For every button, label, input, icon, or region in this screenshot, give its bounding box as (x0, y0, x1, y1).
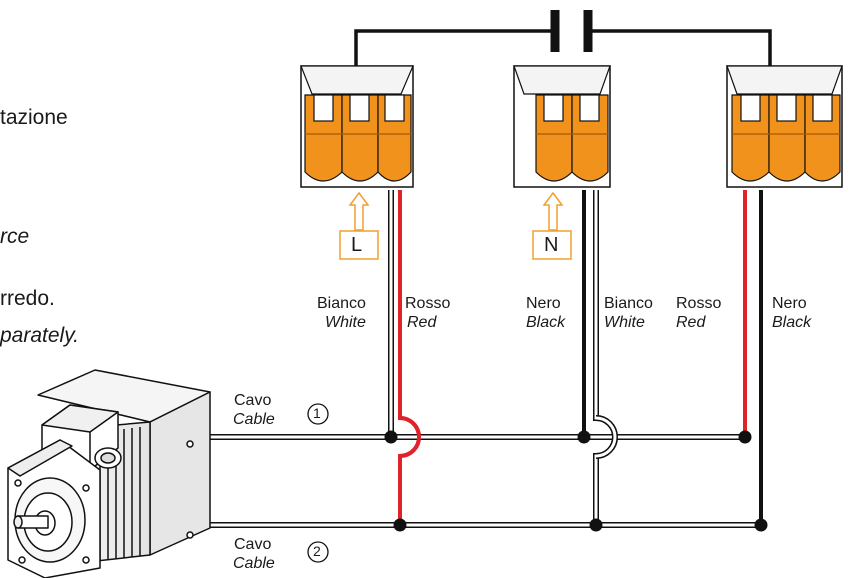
neutral-input-label: N (544, 234, 559, 256)
input-arrow-n (532, 191, 572, 260)
wire-label-white-2-en: White (604, 314, 645, 331)
cable-1-label-en: Cable (233, 411, 275, 428)
terminal-block-3 (726, 65, 843, 188)
wire-label-black-3-it: Nero (772, 295, 807, 312)
cable-2-label-en: Cable (233, 555, 275, 572)
wire-label-red-1-it: Rosso (405, 295, 451, 312)
cable-2-number: 2 (313, 543, 321, 559)
wire-label-black-2-it: Nero (526, 295, 561, 312)
left-text-line-3: rredo. (0, 287, 55, 310)
wire-label-red-1-en: Red (407, 314, 437, 331)
wire-label-white-1-it: Bianco (317, 295, 366, 312)
wire-label-red-3-it: Rosso (676, 295, 722, 312)
cable-1-number: 1 (313, 405, 321, 421)
wire-label-black-2-en: Black (526, 314, 566, 331)
cable-2-number-circle (307, 541, 329, 563)
cable-1-number-circle (307, 403, 329, 425)
cable-2-label-it: Cavo (234, 536, 272, 553)
left-text-line-1: tazione (0, 106, 68, 129)
wire-label-white-2-it: Bianco (604, 295, 653, 312)
wire-label-white-1-en: White (325, 314, 366, 331)
wire-label-black-3-en: Black (772, 314, 812, 331)
wire-label-red-3-en: Red (676, 314, 706, 331)
left-text-line-4: parately. (0, 324, 79, 347)
phase-input-label: L (351, 234, 363, 256)
terminal-block-2 (513, 65, 611, 188)
left-text-line-2: rce (0, 225, 30, 248)
terminal-block-1 (300, 65, 414, 188)
wire-white-2 (593, 190, 618, 525)
junction-dots (384, 430, 768, 532)
wire-red-1 (398, 190, 421, 525)
cable-1-label-it: Cavo (234, 392, 272, 409)
capacitor (354, 10, 772, 66)
input-arrow-l (339, 191, 379, 260)
motor-illustration (7, 369, 211, 578)
